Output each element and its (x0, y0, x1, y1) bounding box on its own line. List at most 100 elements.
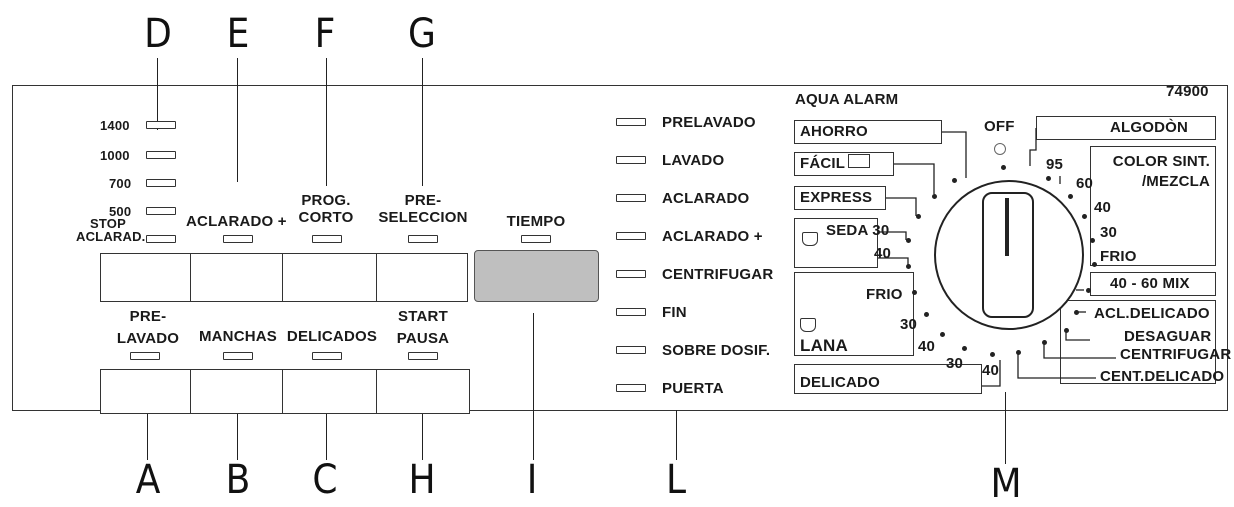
delicados-led (312, 352, 342, 360)
prog-corto-label: PROG. CORTO (290, 192, 362, 226)
stop-aclarad-label: STOP ACLARAD. (76, 216, 145, 243)
color-30-label: 30 (1100, 224, 1118, 241)
leader-f (326, 58, 327, 186)
aclarado-plus-button[interactable] (190, 253, 284, 302)
leader-d (157, 58, 158, 130)
express-box (794, 186, 886, 210)
cent-delicado-label: CENT.DELICADO (1100, 368, 1225, 385)
lana-box (794, 272, 914, 356)
callout-f: F (314, 11, 336, 57)
status-label-centrifugar: CENTRIFUGAR (662, 266, 774, 283)
algodon-label: ALGODÒN (1110, 119, 1189, 136)
status-label-sobre-dosif: SOBRE DOSIF. (662, 342, 771, 359)
acl-delicado-label: ACL.DELICADO (1094, 305, 1210, 322)
manchas-label: MANCHAS (198, 328, 278, 345)
lana-40-label: 40 (918, 338, 936, 355)
dial-pointer (1005, 198, 1009, 256)
desaguar-label: DESAGUAR (1124, 328, 1212, 345)
tiempo-label: TIEMPO (506, 213, 566, 230)
callout-h: H (408, 457, 436, 503)
stop-label: STOP (90, 216, 126, 231)
prog-corto-led (312, 235, 342, 243)
status-label-prelavado: PRELAVADO (662, 114, 756, 131)
callout-d: D (144, 11, 172, 57)
callout-c: C (312, 457, 338, 503)
callout-m: M (990, 461, 1022, 507)
dial-tick-ahorro (952, 178, 957, 183)
algodon-95-label: 95 (1046, 156, 1064, 173)
mix-label: 40 - 60 MIX (1110, 275, 1190, 292)
manchas-button[interactable] (190, 369, 284, 414)
leader-b (237, 402, 238, 460)
dial-tick-mix (1086, 288, 1091, 293)
start-pausa-led (408, 352, 438, 360)
off-label: OFF (984, 118, 1015, 135)
start-pausa-button[interactable] (376, 369, 470, 414)
dial-tick-cent-delicado (1016, 350, 1021, 355)
status-led-lavado (616, 156, 646, 164)
prelavado-button[interactable] (100, 369, 192, 414)
time-display (474, 250, 599, 302)
handwash-icon (802, 232, 818, 246)
algodon-box (1036, 116, 1216, 140)
dial-tick-frio (1092, 262, 1097, 267)
dial-tick-40 (1082, 214, 1087, 219)
color-sint-line1: COLOR SINT. (1112, 153, 1210, 170)
leader-a (147, 402, 148, 460)
preseleccion-button[interactable] (376, 253, 468, 302)
delicados-button[interactable] (282, 369, 378, 414)
callout-i: I (526, 457, 538, 503)
pre-lavado-line2: LAVADO (116, 330, 180, 347)
model-number: 74900 (1166, 83, 1209, 100)
status-label-puerta: PUERTA (662, 380, 724, 397)
color-sint-box (1090, 146, 1216, 266)
leader-m (1005, 392, 1006, 464)
callout-a: A (135, 457, 161, 503)
pausa-label: PAUSA (396, 330, 450, 347)
speed-led-700 (146, 179, 176, 187)
speed-label-500: 500 (109, 204, 132, 219)
seda-box (794, 218, 878, 268)
manchas-led (223, 352, 253, 360)
pre-label: PRE- (404, 192, 442, 209)
ahorro-box (794, 120, 942, 144)
leader-g (422, 58, 423, 186)
speed-label-700: 700 (109, 176, 132, 191)
centrifugar-label: CENTRIFUGAR (1120, 346, 1232, 363)
corto-label: CORTO (298, 209, 354, 226)
callout-g: G (408, 11, 436, 57)
lana-frio-label: FRIO (866, 286, 903, 303)
delicado-box (794, 364, 982, 394)
speed-led-500 (146, 207, 176, 215)
status-led-aclarado (616, 194, 646, 202)
status-label-aclarado-plus: ACLARADO + (662, 228, 763, 245)
dial-tick-seda30 (906, 238, 911, 243)
start-pausa-label: START PAUSA (378, 306, 468, 350)
delicados-label: DELICADOS (286, 328, 378, 345)
prog-corto-button[interactable] (282, 253, 378, 302)
spin-speed-button[interactable] (100, 253, 192, 302)
leader-l (676, 410, 677, 460)
dial-tick-centrifugar (1042, 340, 1047, 345)
dial-tick-desaguar (1064, 328, 1069, 333)
lana-30-label: 30 (900, 316, 918, 333)
status-led-prelavado (616, 118, 646, 126)
seleccion-label: SELECCION (378, 209, 468, 226)
leader-h (422, 402, 423, 460)
prelavado-label: PRE- LAVADO (104, 306, 192, 350)
dial-tick-lana30 (924, 312, 929, 317)
stop-aclarad-led (146, 235, 176, 243)
mix-box (1090, 272, 1216, 296)
dial-tick-30 (1090, 238, 1095, 243)
status-led-centrifugar (616, 270, 646, 278)
dial-tick-delicado30 (962, 346, 967, 351)
aclarado-plus-led (223, 235, 253, 243)
dial-tick-95 (1046, 176, 1051, 181)
express-label: EXPRESS (800, 189, 873, 206)
seda-30-label: SEDA 30 (826, 222, 890, 239)
dial-tick-lana40 (940, 332, 945, 337)
delicado-40-label: 40 (982, 362, 1000, 379)
preseleccion-led (408, 235, 438, 243)
status-led-fin (616, 308, 646, 316)
